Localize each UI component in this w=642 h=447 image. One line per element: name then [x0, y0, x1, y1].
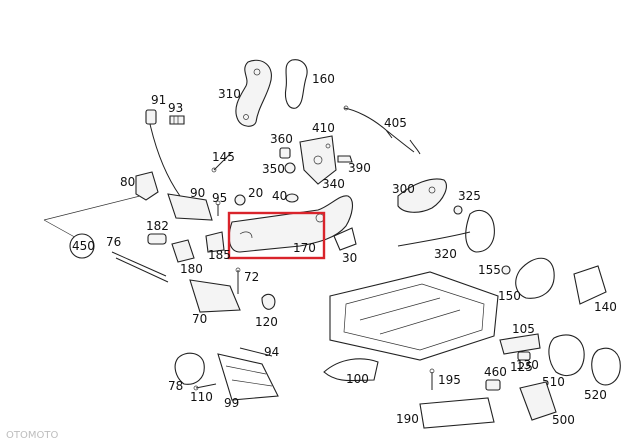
part-300 [397, 178, 447, 213]
label-410: 410 [312, 121, 335, 135]
part-105 [499, 333, 541, 355]
label-78: 78 [168, 379, 183, 393]
label-182: 182 [146, 219, 169, 233]
label-110: 110 [190, 390, 213, 404]
label-520: 520 [584, 388, 607, 402]
part-78 [174, 352, 205, 385]
highlight-box [227, 211, 326, 260]
label-105: 105 [512, 322, 535, 336]
bowden-cable [149, 123, 181, 197]
part-70 [189, 279, 241, 313]
label-460: 460 [484, 365, 507, 379]
part-500 [519, 381, 557, 421]
label-360: 360 [270, 132, 293, 146]
label-76: 76 [106, 235, 121, 249]
part-120 [261, 293, 276, 310]
part-90 [167, 193, 213, 221]
part-360 [279, 147, 291, 159]
label-340: 340 [322, 177, 345, 191]
part-40 [285, 193, 299, 203]
label-30: 30 [342, 251, 357, 265]
part-95 [215, 200, 221, 216]
label-90: 90 [190, 186, 205, 200]
part-410 [299, 135, 337, 185]
label-450: 450 [72, 239, 95, 253]
part-140 [573, 265, 607, 305]
part-510 [548, 334, 585, 376]
part-91 [145, 109, 157, 125]
part-130 [517, 351, 531, 361]
label-99: 99 [224, 396, 239, 410]
label-20: 20 [248, 186, 263, 200]
label-72: 72 [244, 270, 259, 284]
part-72 [235, 267, 241, 294]
part-155 [501, 265, 511, 275]
label-130: 130 [516, 358, 539, 372]
label-185: 185 [208, 248, 231, 262]
part-99 [217, 353, 279, 401]
label-160: 160 [312, 72, 335, 86]
part-190 [419, 397, 495, 429]
label-40: 40 [272, 189, 287, 203]
part-110 [193, 383, 217, 391]
part-93 [169, 115, 185, 125]
label-100: 100 [346, 372, 369, 386]
label-180: 180 [180, 262, 203, 276]
label-500: 500 [552, 413, 575, 427]
label-155: 155 [478, 263, 501, 277]
part-460 [485, 379, 501, 391]
leader-450a [43, 195, 141, 221]
label-95: 95 [212, 191, 227, 205]
label-150: 150 [498, 289, 521, 303]
part-94 [239, 347, 273, 357]
part-320 [397, 209, 495, 253]
part-30 [333, 227, 357, 251]
part-145 [211, 151, 233, 173]
part-80 [135, 171, 159, 201]
part-195 [429, 368, 435, 390]
watermark: OTOMOTO [6, 430, 58, 441]
seat-frame [329, 271, 499, 361]
label-195: 195 [438, 373, 461, 387]
part-390 [337, 155, 353, 163]
label-320: 320 [434, 247, 457, 261]
label-350: 350 [262, 162, 285, 176]
label-140: 140 [594, 300, 617, 314]
part-76 [111, 251, 169, 283]
label-94: 94 [264, 345, 279, 359]
label-190: 190 [396, 412, 419, 426]
label-390: 390 [348, 161, 371, 175]
label-300: 300 [392, 182, 415, 196]
part-180 [171, 239, 195, 263]
label-80: 80 [120, 175, 135, 189]
part-100 [323, 358, 379, 382]
part-350 [284, 162, 296, 174]
part-520 [591, 347, 621, 386]
callout-450 [69, 233, 95, 259]
label-325: 325 [458, 189, 481, 203]
label-145: 145 [212, 150, 235, 164]
part-185 [205, 231, 225, 253]
part-20 [234, 194, 246, 206]
part-160 [284, 59, 308, 109]
part-150 [515, 257, 555, 299]
part-325 [453, 205, 463, 215]
label-125: 125 [510, 360, 533, 374]
label-93: 93 [168, 101, 183, 115]
part-182 [147, 233, 167, 245]
label-91: 91 [151, 93, 166, 107]
label-70: 70 [192, 312, 207, 326]
part-310 [235, 59, 272, 127]
label-310: 310 [218, 87, 241, 101]
label-170: 170 [293, 241, 316, 255]
label-405: 405 [384, 116, 407, 130]
label-120: 120 [255, 315, 278, 329]
part-405 [343, 105, 421, 155]
part-170 [228, 195, 354, 253]
